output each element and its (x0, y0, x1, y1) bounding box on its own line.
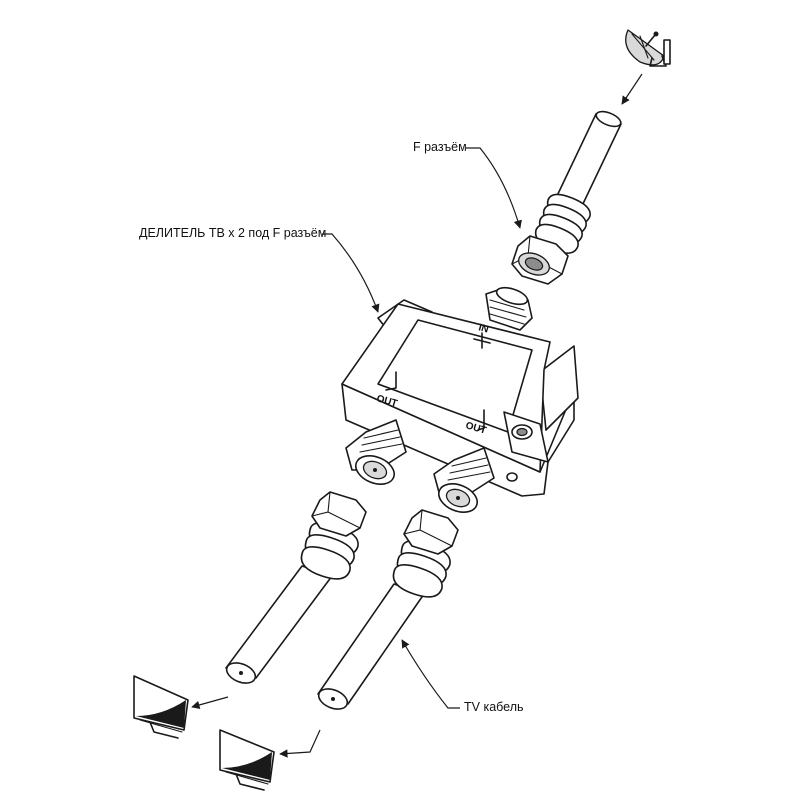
output-arrow-left (191, 696, 229, 710)
splitter-output-port-left (345, 419, 407, 485)
leader-f-connector (466, 147, 522, 229)
leader-tv-cable (401, 639, 460, 709)
f-connector-nut (511, 235, 569, 285)
label-tv-cable: TV кабель (464, 700, 524, 714)
tv-icon (133, 675, 189, 739)
output-cable-left (225, 491, 367, 684)
output-cable-right (317, 509, 459, 710)
port-label-in: IN (477, 322, 490, 335)
tv-icon (219, 729, 275, 791)
splitter-output-port-right (433, 447, 495, 513)
label-splitter: ДЕЛИТЕЛЬ ТВ х 2 под F разъём (139, 226, 327, 240)
splitter-input-port (485, 286, 533, 331)
satellite-dish-icon (625, 29, 671, 67)
cable-strain-relief (534, 193, 591, 254)
splitter-body: IN OUT OUT (341, 286, 579, 497)
output-arrow-right (279, 729, 321, 758)
leader-splitter (322, 233, 380, 313)
signal-arrow (621, 73, 643, 105)
input-cable (511, 110, 622, 285)
label-f-connector: F разъём (413, 140, 467, 154)
